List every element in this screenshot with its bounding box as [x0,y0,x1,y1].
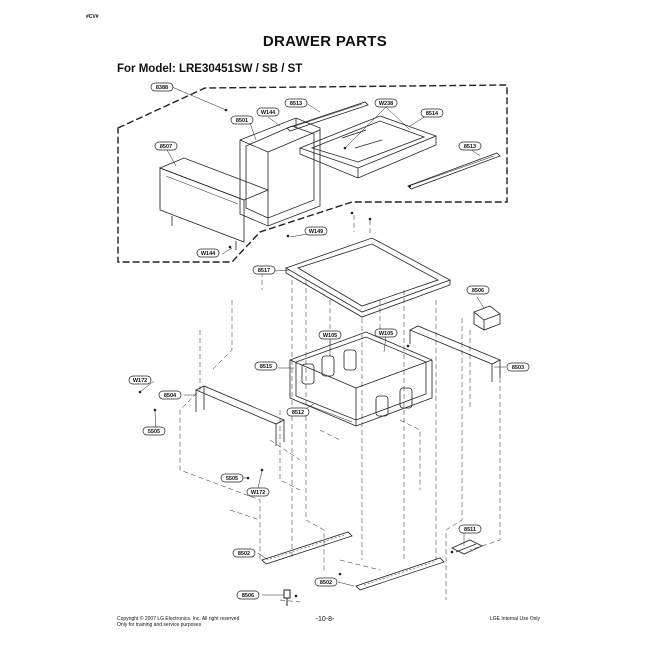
part-callout-w149: W149 [304,226,328,236]
part-callout-w144: W144 [256,107,280,117]
right-bracket-rail [409,325,501,382]
part-number-label: 8517 [258,268,270,274]
part-number-label: W238 [379,101,393,107]
part-number-label: 8502 [238,551,250,557]
part-callout-w144: W144 [196,248,220,258]
part-callout-8506: 8506 [236,590,260,600]
part-callout-8511: 8511 [458,524,482,534]
part-number-label: W105 [323,333,337,339]
part-callout-8504: 8504 [158,390,182,400]
part-number-label: 8506 [472,288,484,294]
part-number-label: 8513 [464,144,476,150]
part-callout-w172: W172 [128,375,152,385]
lower-slide-rail-left [261,531,353,565]
part-number-label: W172 [251,490,265,496]
mounting-guide-lines [179,215,501,603]
part-number-label: 8506 [242,593,254,599]
copyright-text: Copyright © 2007 LG Electronics. Inc. Al… [117,616,240,622]
part-callout-8513: 8513 [458,141,482,151]
part-callout-8514: 8514 [420,108,444,118]
part-callout-8388: 8388 [150,82,174,92]
internal-use-text: LGE Internal Use Only [490,616,541,622]
part-callout-5505: 5505 [220,473,244,483]
part-callout-8513: 8513 [284,98,308,108]
model-line: For Model: LRE30451SW / SB / ST [117,63,303,75]
part-number-label: W144 [201,251,216,257]
part-number-label: 8515 [260,364,272,370]
drawer-cover-glass [285,237,451,318]
part-callout-w172: W172 [246,487,270,497]
part-callout-5505: 5505 [142,426,166,436]
part-callout-w238: W238 [374,98,398,108]
part-number-label: 8502 [320,580,332,586]
part-callout-8503: 8503 [506,362,530,372]
part-callout-8507: 8507 [154,141,178,151]
part-number-label: 8504 [164,393,177,399]
screw-set [138,108,454,598]
drawer-front-panel [158,157,270,250]
part-number-label: W149 [309,229,323,235]
right-slide-rail [407,152,501,190]
part-number-label: 8507 [160,144,172,150]
part-callout-w105: W105 [374,328,398,338]
left-bracket-rail [195,385,285,446]
part-callout-8502: 8502 [314,577,338,587]
leader-lines [139,86,506,596]
part-number-label: 8514 [426,111,439,117]
part-number-label: 8501 [236,118,248,124]
part-number-label: 8513 [290,101,302,107]
hinge-clip [451,539,483,555]
part-number-label: 5505 [226,476,238,482]
part-number-label: 8511 [464,527,476,533]
training-text: Only for training and service purposes [117,622,202,628]
page-title: DRAWER PARTS [262,33,388,50]
part-callout-8517: 8517 [252,265,276,275]
corner-bracket [473,305,501,331]
part-number-label: 8503 [512,365,524,371]
corner-code: #CV# [86,14,99,20]
bottom-screw [283,589,291,606]
part-number-label: W105 [379,331,393,337]
drawer-body-housing [289,331,433,427]
lower-slide-rail-right [355,557,445,591]
upper-slide-rail [286,101,369,132]
drawer-pan [298,115,438,179]
page-number: -10-8- [315,616,335,623]
part-number-label: W144 [261,110,276,116]
part-number-label: W172 [133,378,147,384]
part-callout-8512: 8512 [286,407,310,417]
part-number-label: 5505 [148,429,160,435]
drawer-frame [239,117,321,227]
part-callout-w105: W105 [318,330,342,340]
part-callout-8506: 8506 [466,285,490,295]
part-callout-8502: 8502 [232,548,256,558]
part-number-label: 8388 [156,85,168,91]
part-callout-8515: 8515 [254,361,278,371]
part-number-label: 8512 [292,410,304,416]
drawer-assembly-boundary [117,84,508,263]
part-callout-8501: 8501 [230,115,254,125]
